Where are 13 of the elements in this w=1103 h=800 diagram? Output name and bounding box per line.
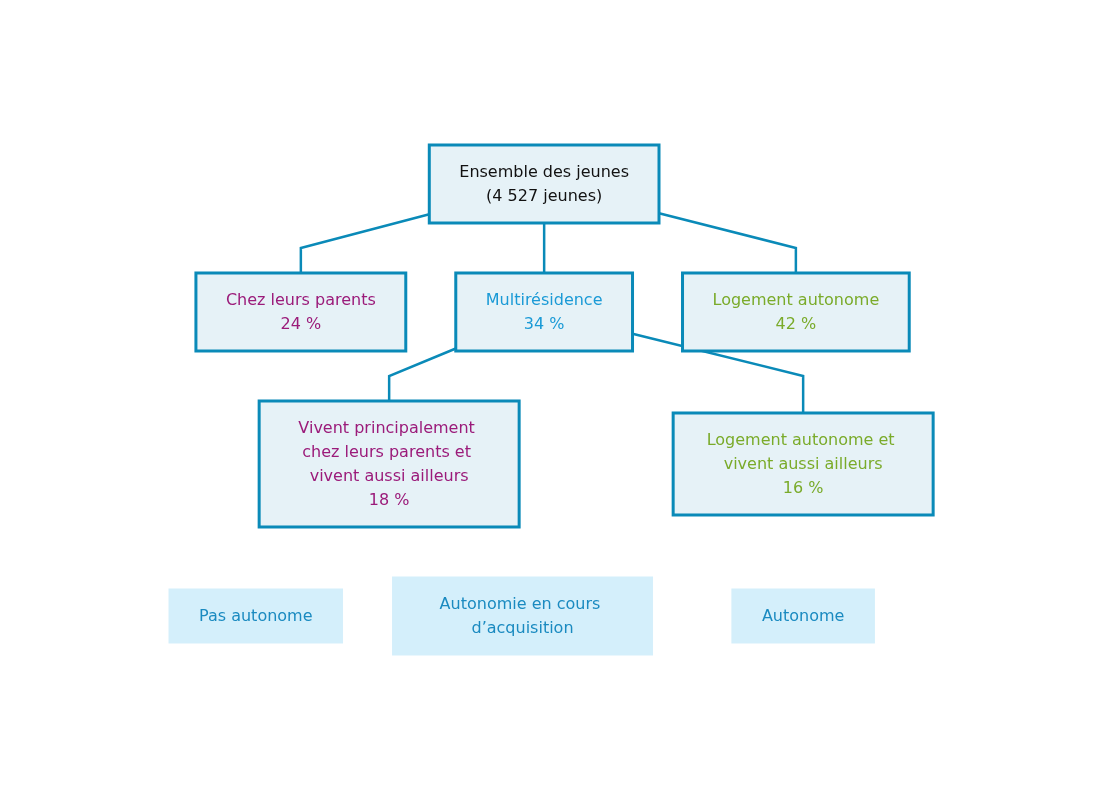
node-box: Vivent principalement chez leurs parents et vivent aussi ailleurs 18 % [258,399,522,529]
node-box: Ensemble des jeunes (4 527 jeunes) [428,143,661,225]
node-box: Multirésidence 34 % [454,271,635,353]
node-box: Logement autonome et vivent aussi ailleurs 16 % [672,411,936,517]
connector [659,212,798,273]
connector [543,223,546,273]
connector [632,332,805,413]
connector [388,347,457,401]
node-box: Pas autonome [168,588,344,644]
node-box: Chez leurs parents 24 % [194,271,408,353]
node-box: Autonomie en cours d’acquisition [392,576,654,656]
node-box: Logement autonome 42 % [681,271,912,353]
node-box: Autonome [731,588,876,644]
